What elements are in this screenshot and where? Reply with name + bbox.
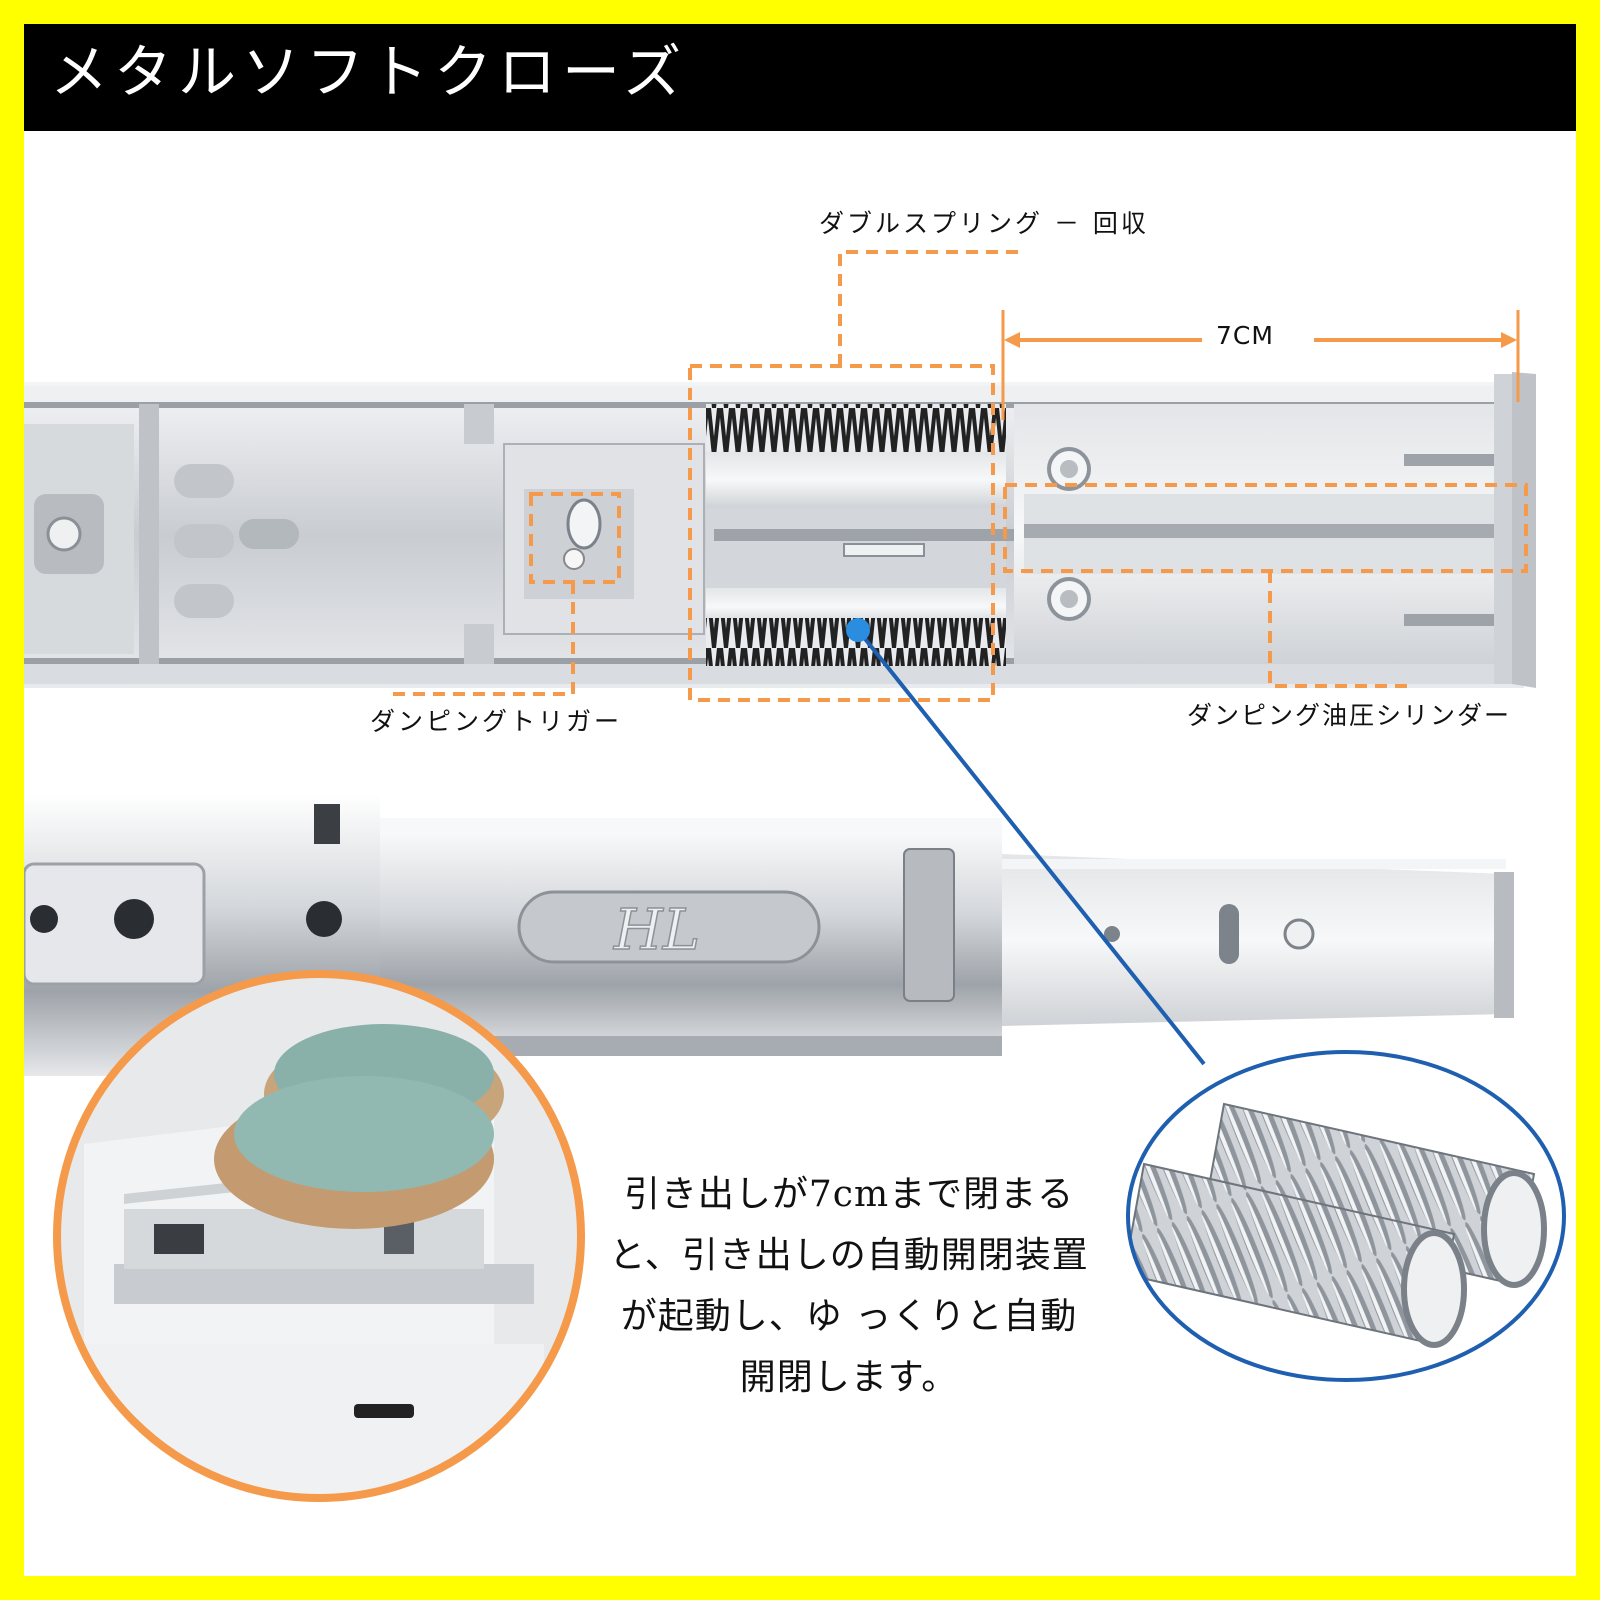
description-line: 開閉します。 — [739, 1357, 959, 1398]
damping-cylinder-callout-line — [1268, 571, 1407, 688]
double-spring-label: ダブルスプリング － 回収 — [819, 209, 1149, 238]
pointer-dot — [846, 618, 870, 642]
double-spring-callout-line — [838, 250, 1019, 366]
header-bar: メタルソフトクローズ — [24, 24, 1576, 131]
description-line: 引き出しが7cmまで閉まる — [623, 1174, 1075, 1215]
product-image: HL — [24, 24, 1576, 1576]
length-dimension — [1001, 310, 1520, 420]
rail-logo: HL — [613, 898, 700, 963]
description-text: 引き出しが7cmまで閉まる と、引き出しの自動開閉装置 が起動し、ゆ っくりと自… — [584, 1164, 1114, 1408]
drawer-photo — [53, 970, 585, 1502]
pointer — [846, 618, 1206, 1066]
damping-trigger-callout-line — [392, 582, 575, 696]
coil-springs-photo — [1126, 1050, 1566, 1382]
damping-trigger-label: ダンピングトリガー — [370, 707, 623, 736]
length-label: 7CM — [1216, 321, 1274, 350]
damping-cylinder-callout-box — [1003, 483, 1528, 573]
top-slide-rail — [24, 372, 1536, 688]
slide-rail-illustration: HL — [24, 250, 1566, 1502]
callouts — [392, 250, 1528, 702]
description-line: が起動し、ゆ っくりと自動 — [620, 1296, 1078, 1337]
page-title: メタルソフトクローズ — [50, 38, 688, 106]
damping-cylinder-label: ダンピング油圧シリンダー — [1187, 701, 1512, 730]
description-line: と、引き出しの自動開閉装置 — [609, 1235, 1089, 1276]
